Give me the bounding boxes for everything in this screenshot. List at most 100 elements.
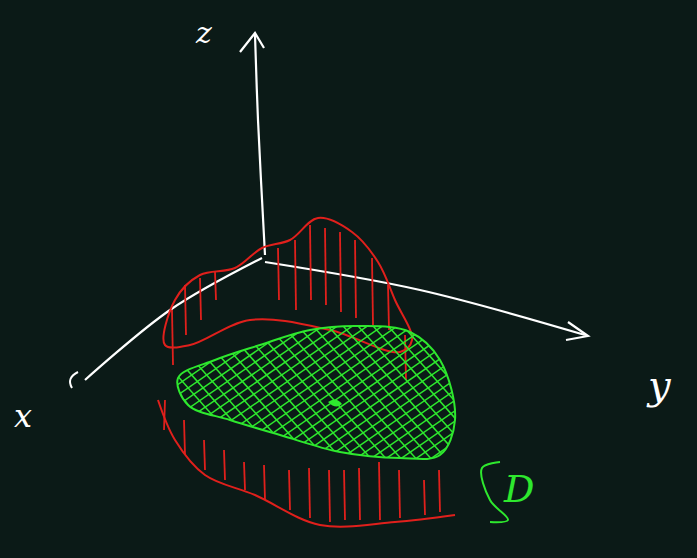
grid-line	[490, 300, 697, 480]
grid-line	[395, 300, 555, 480]
grid-line	[695, 300, 697, 480]
solid-side-line	[185, 285, 186, 335]
grid-line	[460, 300, 697, 480]
grid-line	[530, 300, 690, 480]
solid-side-line	[244, 462, 245, 490]
grid-line	[335, 300, 495, 480]
grid-line	[0, 300, 225, 480]
grid-line	[605, 300, 697, 480]
solid-side-line	[359, 468, 360, 520]
grid-line	[565, 300, 697, 480]
grid-line	[0, 300, 180, 480]
solid-side-line	[289, 470, 290, 510]
grid-line	[5, 300, 165, 480]
grid-line	[0, 300, 135, 480]
grid-line	[0, 300, 255, 480]
grid-line	[430, 300, 690, 480]
axis-label: D	[504, 470, 534, 508]
axis-line	[255, 35, 265, 255]
grid-line	[500, 300, 660, 480]
solid-side-line	[325, 228, 326, 305]
solid-side-line	[355, 240, 356, 318]
grid-line	[515, 300, 675, 480]
grid-line	[550, 300, 697, 480]
grid-line	[590, 300, 697, 480]
grid-line	[385, 300, 645, 480]
grid-line	[370, 300, 630, 480]
solid-side-line	[344, 470, 345, 520]
arrow-head	[240, 33, 264, 52]
grid-line	[0, 300, 150, 480]
grid-line	[20, 300, 180, 480]
grid-line	[620, 300, 697, 480]
solid-side-line	[204, 440, 205, 470]
solid-side-line	[309, 468, 310, 518]
solid-side-line	[340, 232, 341, 312]
grid-line	[0, 300, 90, 480]
solid-side-line	[215, 272, 216, 300]
grid-line	[0, 300, 135, 480]
axis-label: x	[14, 400, 32, 432]
grid-line	[0, 300, 45, 480]
solid-side-line	[164, 400, 165, 430]
grid-line	[0, 300, 120, 480]
grid-line	[425, 300, 585, 480]
solid-side-line	[310, 225, 311, 300]
grid-line	[0, 300, 165, 480]
solid-side-line	[372, 258, 373, 325]
solid-side-line	[278, 248, 279, 300]
grid-line	[0, 300, 60, 480]
grid-line	[0, 300, 15, 480]
region-outline	[177, 326, 455, 459]
axis-label: z	[196, 18, 212, 48]
axis-label: y	[648, 365, 671, 405]
solid-side-line	[224, 450, 225, 480]
grid-line	[0, 300, 60, 480]
grid-line	[635, 300, 697, 480]
grid-line	[625, 300, 697, 480]
solid-side-line	[264, 465, 265, 500]
solid-side-line	[172, 310, 173, 365]
axis-line	[265, 262, 585, 335]
grid-line	[505, 300, 697, 480]
solid-side-line	[424, 480, 425, 515]
grid-line	[0, 300, 120, 480]
grid-line	[575, 300, 697, 480]
grid-line	[35, 300, 195, 480]
axis-mark	[70, 372, 78, 388]
area-element	[328, 399, 342, 406]
grid-line	[680, 300, 697, 480]
grid-line	[475, 300, 697, 480]
grid-line	[410, 300, 570, 480]
grid-line	[0, 300, 105, 480]
grid-line	[485, 300, 645, 480]
solid-side-line	[399, 470, 400, 518]
solid-side-line	[388, 285, 389, 330]
grid-line	[0, 300, 75, 480]
grid-line	[0, 300, 150, 480]
solid-side-line	[439, 470, 440, 512]
grid-line	[0, 300, 15, 480]
grid-line	[470, 300, 630, 480]
grid-line	[440, 300, 600, 480]
solid-top-outline	[163, 218, 412, 353]
grid-line	[0, 300, 30, 480]
grid-line	[610, 300, 697, 480]
grid-line	[445, 300, 697, 480]
solid-side-line	[379, 462, 380, 520]
grid-line	[0, 300, 90, 480]
grid-line	[0, 300, 240, 480]
grid-line	[0, 300, 105, 480]
grid-line	[0, 300, 45, 480]
axis-line	[85, 258, 262, 380]
grid-line	[0, 300, 75, 480]
solid-side-line	[295, 240, 296, 310]
grid-line	[595, 300, 697, 480]
grid-line	[455, 300, 615, 480]
grid-line	[415, 300, 675, 480]
grid-line	[560, 300, 697, 480]
grid-line	[380, 300, 540, 480]
grid-line	[535, 300, 697, 480]
